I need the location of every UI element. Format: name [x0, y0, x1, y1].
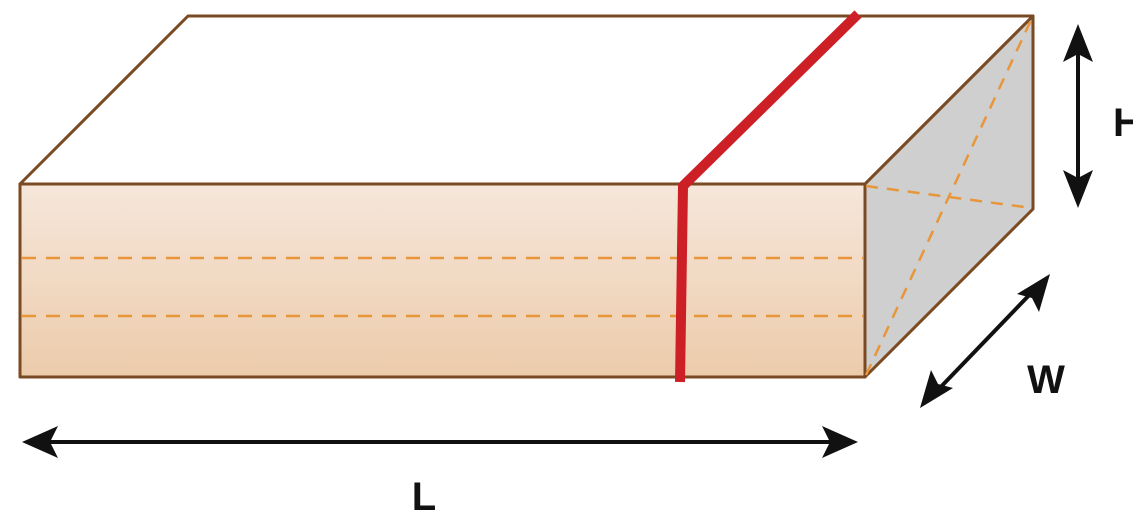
side-dashed-diagonal-2	[864, 17, 1034, 376]
box-top-face	[18, 14, 1035, 186]
side-dashed-diagonal-1	[865, 184, 1033, 210]
width-label: W	[1027, 358, 1065, 402]
box-front-face	[18, 182, 867, 379]
length-arrow-icon	[22, 426, 858, 458]
height-arrow-icon	[1063, 24, 1093, 208]
height-label: H	[1113, 101, 1133, 145]
length-label: L	[412, 475, 436, 519]
width-arrow-icon	[920, 274, 1050, 408]
red-strap	[675, 10, 862, 383]
